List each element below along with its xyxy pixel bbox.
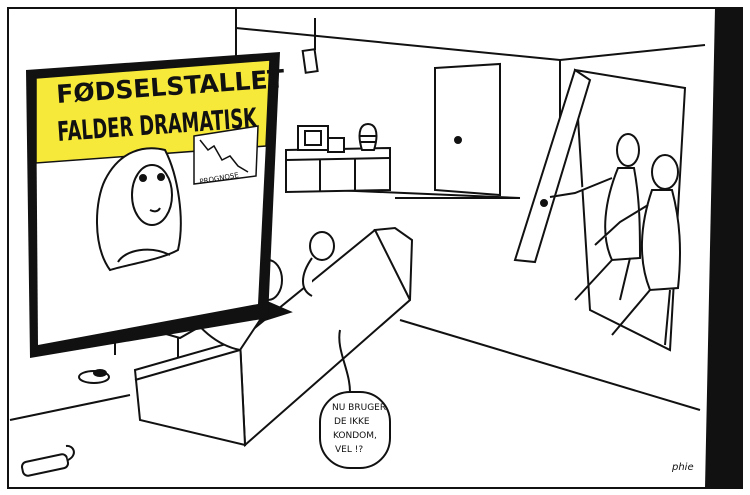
speech-line-3: KONDOM, bbox=[333, 431, 377, 441]
dark-wall-edge bbox=[705, 8, 742, 488]
sideboard bbox=[285, 122, 391, 194]
ceiling-lamp bbox=[301, 18, 319, 74]
speech-line-1: NU BRUGER bbox=[332, 403, 386, 413]
tv-chart bbox=[193, 125, 259, 185]
tv: FØDSELSTALLET FALDER DRAMATISK PROGNOSE bbox=[26, 52, 285, 358]
news-anchor bbox=[96, 147, 182, 272]
slippers bbox=[78, 369, 110, 384]
speech-line-4: VEL !? bbox=[335, 445, 363, 455]
phone-on-floor bbox=[20, 444, 75, 477]
couple-at-door bbox=[549, 133, 681, 346]
artist-signature: phie bbox=[671, 462, 694, 473]
speech-line-2: DE IKKE bbox=[334, 417, 370, 427]
speech-balloon: NU BRUGER DE IKKE KONDOM, VEL !? bbox=[319, 329, 391, 469]
sofa bbox=[133, 226, 414, 448]
back-door bbox=[434, 62, 501, 197]
